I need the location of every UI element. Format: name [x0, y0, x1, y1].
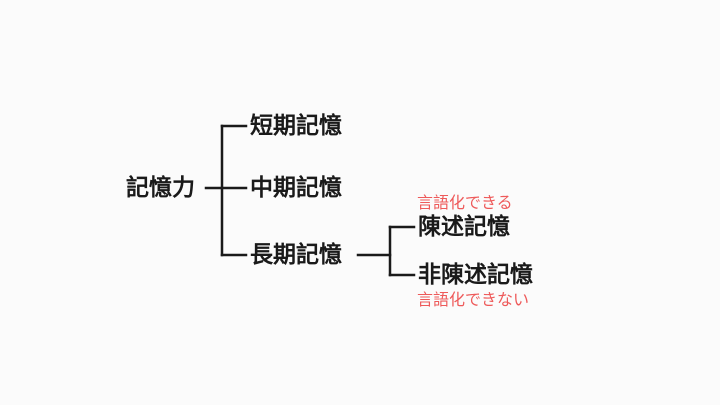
- middle-term-memory-node: 中期記憶: [250, 175, 342, 201]
- root-node: 記憶力: [126, 175, 195, 201]
- non-declarative-memory-node: 非陳述記憶: [418, 262, 533, 288]
- declarative-memory-node: 陳述記憶: [418, 214, 510, 240]
- declarative-annotation: 言語化できる: [417, 193, 513, 212]
- long-term-memory-node: 長期記憶: [250, 242, 342, 268]
- non-declarative-annotation: 言語化できない: [417, 290, 530, 309]
- short-term-memory-node: 短期記憶: [250, 113, 342, 139]
